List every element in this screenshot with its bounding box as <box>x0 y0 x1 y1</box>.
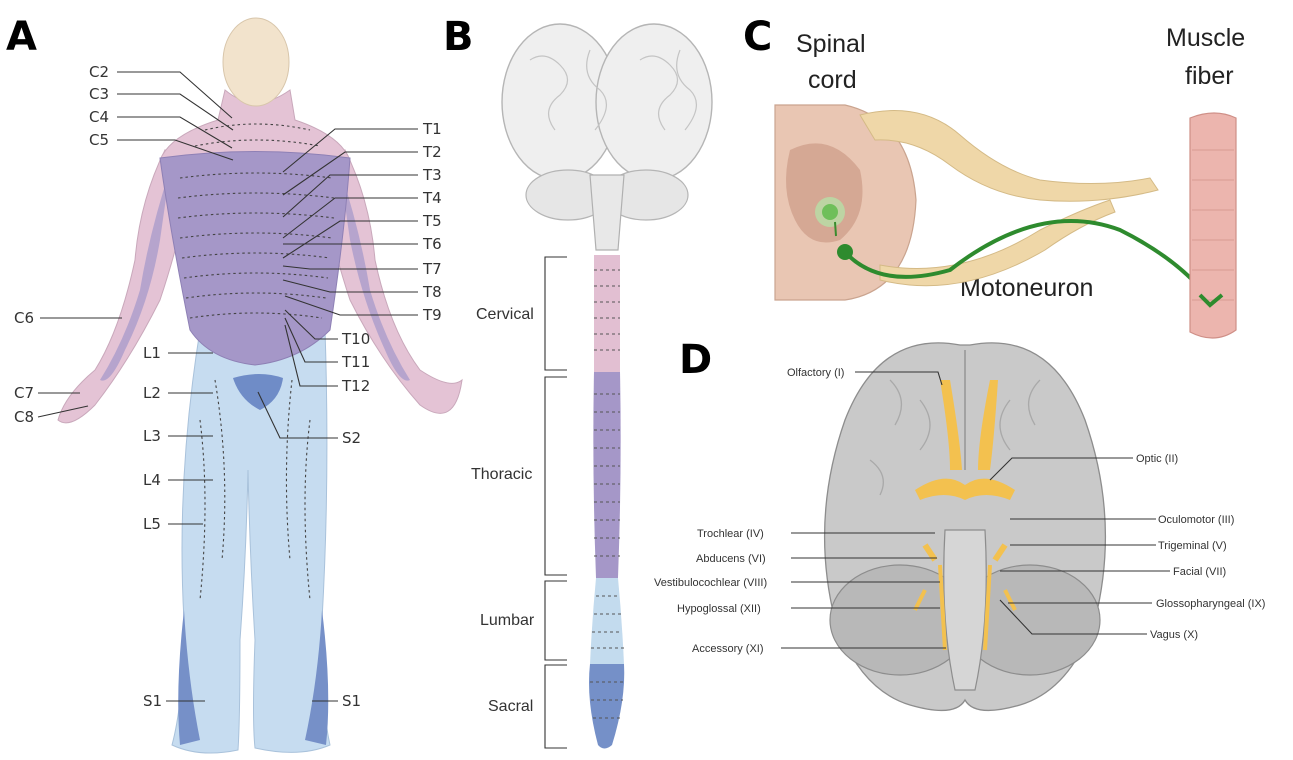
panel-d: D <box>654 337 1265 710</box>
muscle-fiber-label-line2: fiber <box>1185 62 1234 90</box>
label-s2: S2 <box>342 429 361 447</box>
label-c2: C2 <box>89 63 109 81</box>
brain-side-view <box>502 24 712 250</box>
region-brackets <box>545 257 567 748</box>
label-t4: T4 <box>422 189 442 207</box>
label-c3: C3 <box>89 85 109 103</box>
region-lumbar: Lumbar <box>480 612 535 629</box>
label-c4: C4 <box>89 108 109 126</box>
label-t12: T12 <box>341 377 370 395</box>
label-t10: T10 <box>341 330 370 348</box>
label-l1: L1 <box>143 344 161 362</box>
label-c8: C8 <box>14 408 34 426</box>
label-l3: L3 <box>143 427 161 445</box>
body-figure <box>58 18 462 753</box>
panel-d-letter: D <box>679 337 712 383</box>
brain-inferior-view <box>825 343 1106 711</box>
panel-a: A <box>6 14 462 753</box>
nerve-abducens: Abducens (VI) <box>696 553 766 565</box>
label-c6: C6 <box>14 309 34 327</box>
nerve-glossopharyngeal: Glossopharyngeal (IX) <box>1156 598 1265 610</box>
region-sacral: Sacral <box>488 698 533 715</box>
label-t9: T9 <box>422 306 442 324</box>
region-cervical: Cervical <box>476 306 534 323</box>
nerve-trigeminal: Trigeminal (V) <box>1158 540 1227 552</box>
spinal-cord-column <box>589 255 624 749</box>
nerve-facial: Facial (VII) <box>1173 566 1226 578</box>
panel-c: C Spinal cord Muscle fiber Motoneuron <box>743 14 1245 338</box>
panel-c-letter: C <box>743 14 772 60</box>
label-l5: L5 <box>143 515 161 533</box>
nerve-accessory: Accessory (XI) <box>692 643 764 655</box>
label-t1: T1 <box>422 120 442 138</box>
panel-b-letter: B <box>443 14 474 60</box>
nerve-oculomotor: Oculomotor (III) <box>1158 514 1234 526</box>
label-t2: T2 <box>422 143 442 161</box>
nerve-optic: Optic (II) <box>1136 453 1178 465</box>
spinal-cord-label-line2: cord <box>808 66 857 94</box>
region-thoracic: Thoracic <box>471 466 532 483</box>
label-l4: L4 <box>143 471 161 489</box>
label-t3: T3 <box>422 166 442 184</box>
label-c7: C7 <box>14 384 34 402</box>
muscle-fiber-label-line1: Muscle <box>1166 24 1245 52</box>
label-l2: L2 <box>143 384 161 402</box>
panel-b: B <box>443 14 712 749</box>
nerve-vestibulocochlear: Vestibulocochlear (VIII) <box>654 577 767 589</box>
nerve-hypoglossal: Hypoglossal (XII) <box>677 603 761 615</box>
spinal-cord-label-line1: Spinal <box>796 30 866 58</box>
label-t5: T5 <box>422 212 442 230</box>
nerve-trochlear: Trochlear (IV) <box>697 528 764 540</box>
nerve-olfactory: Olfactory (I) <box>787 367 844 379</box>
label-s1-left: S1 <box>143 692 162 710</box>
label-t7: T7 <box>422 260 442 278</box>
label-t8: T8 <box>422 283 442 301</box>
label-c5: C5 <box>89 131 109 149</box>
label-t6: T6 <box>422 235 442 253</box>
nerve-vagus: Vagus (X) <box>1150 629 1198 641</box>
muscle-fiber <box>1190 113 1236 338</box>
label-t11: T11 <box>341 353 370 371</box>
panel-a-letter: A <box>6 14 37 60</box>
label-s1-right: S1 <box>342 692 361 710</box>
